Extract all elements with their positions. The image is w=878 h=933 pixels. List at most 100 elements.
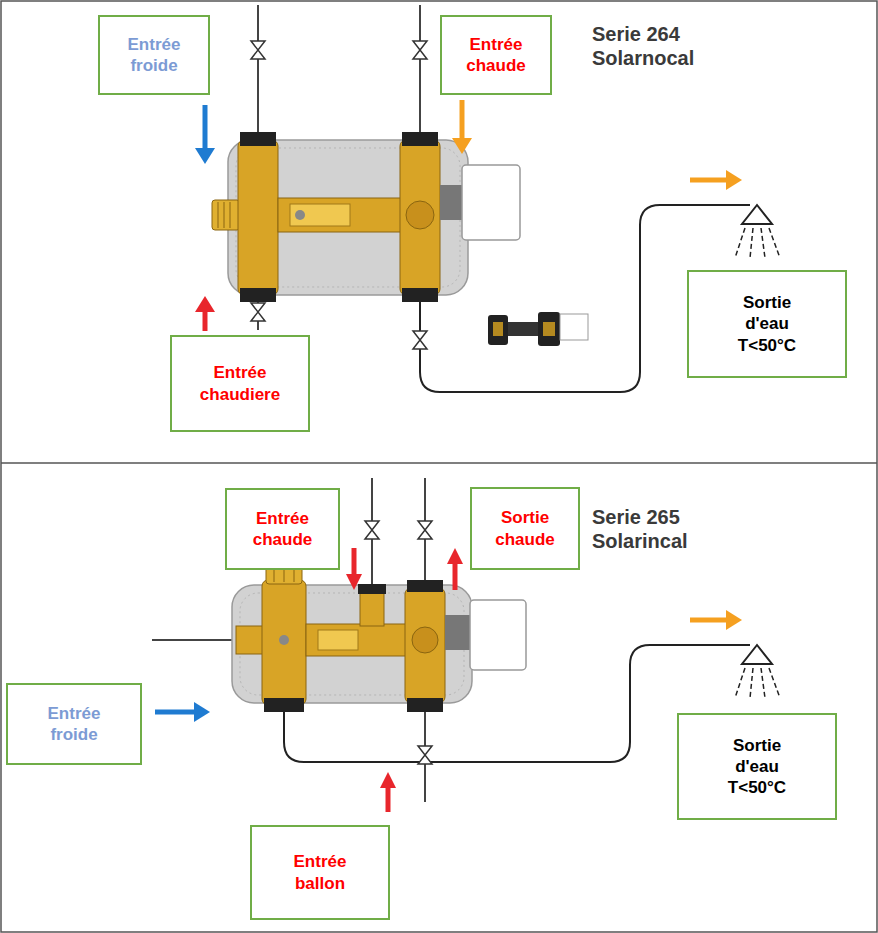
series-label: Serie 264 Solarnocal (592, 22, 732, 70)
valve-body (218, 202, 219, 228)
box-text: Entrée chaudiere (190, 362, 290, 405)
flow-arrow (203, 310, 208, 331)
valve-body (405, 588, 445, 703)
flow-arrow (195, 296, 215, 312)
shower-head (735, 228, 780, 258)
callout-box: Sortie d'eau T<50°C (687, 270, 847, 378)
valve-thumbnail (508, 322, 538, 336)
valve-body (238, 140, 278, 295)
series-label: Serie 265 Solarincal (592, 505, 732, 553)
flow-arrow (352, 548, 357, 576)
valve-body (279, 635, 289, 645)
valve-thumbnail (493, 322, 503, 336)
valve-body (306, 624, 410, 656)
flow-arrow (453, 562, 458, 590)
callout-box: Entrée froide (6, 683, 142, 765)
flow-arrow (195, 148, 215, 164)
valve-body (278, 198, 402, 232)
shower-head (735, 668, 745, 698)
pipe (419, 5, 421, 140)
valve-symbol (418, 746, 432, 764)
flow-arrow (155, 548, 742, 812)
valve-body (224, 202, 225, 228)
valve-body (402, 288, 438, 302)
shower-head (742, 645, 772, 664)
box-text: Sortie d'eau T<50°C (717, 735, 797, 799)
valve-body (228, 140, 468, 295)
valve-symbol (251, 303, 265, 321)
shower-head (769, 668, 780, 698)
callout-box: Entrée ballon (250, 825, 390, 920)
valve-body (407, 698, 443, 712)
shower-head (750, 668, 753, 698)
flow-arrow (155, 710, 196, 715)
box-text: Entrée chaude (238, 508, 328, 551)
box-text: Sortie chaude (480, 507, 570, 550)
valve-body (440, 185, 462, 220)
valve-symbol (365, 521, 379, 539)
valve-symbol (418, 521, 432, 539)
callout-box: Entrée chaude (225, 488, 340, 570)
valve-thumbnail (560, 314, 588, 340)
pipe (152, 639, 236, 641)
flow-arrow (690, 618, 728, 623)
valve-body (264, 698, 304, 712)
valve-body (212, 200, 240, 230)
valve-body (295, 210, 305, 220)
valve-body (406, 201, 434, 229)
callout-box: Entrée chaude (440, 15, 552, 95)
valve-body (360, 592, 384, 626)
flow-arrow (386, 786, 391, 812)
callout-box: Entrée chaudiere (170, 335, 310, 432)
valve-body (412, 627, 438, 653)
valve-body (232, 562, 526, 712)
shower-head (735, 645, 780, 698)
pipe (257, 5, 259, 140)
box-text: Entrée chaude (451, 34, 541, 77)
shower-head (742, 205, 772, 224)
valve-thumbnail (488, 312, 588, 346)
flow-arrow (726, 610, 742, 630)
panel-frame (1, 462, 877, 464)
valve-symbol (251, 41, 265, 59)
valve-body (290, 204, 350, 226)
flow-arrow (195, 100, 742, 331)
valve-body (212, 132, 520, 302)
valve-body (462, 165, 520, 240)
valve-body (240, 132, 276, 146)
callout-box: Entrée froide (98, 15, 210, 95)
callout-box: Sortie chaude (470, 487, 580, 570)
shower-head (735, 668, 780, 698)
shower-head (761, 668, 765, 698)
valve-body (240, 288, 276, 302)
shower-head (735, 228, 745, 258)
valve-body (358, 584, 386, 594)
box-text: Entrée froide (24, 703, 124, 746)
pipe (152, 478, 425, 802)
valve-body (230, 202, 231, 228)
flow-arrow (452, 138, 472, 154)
valve-body (318, 630, 358, 650)
shower-head (750, 228, 753, 258)
valve-body (236, 626, 264, 654)
box-text: Entrée ballon (270, 851, 370, 894)
flow-arrow (380, 772, 396, 788)
valve-body (470, 600, 526, 670)
shower-head (769, 228, 780, 258)
valve-body (445, 615, 470, 650)
flow-arrow (203, 105, 208, 150)
valve-symbol (413, 331, 427, 349)
valve-body (402, 132, 438, 146)
valve-thumbnail (543, 322, 555, 336)
flow-arrow (690, 178, 728, 183)
shower-head (735, 205, 780, 258)
flow-arrow (447, 548, 463, 564)
flow-arrow (726, 170, 742, 190)
flow-arrow (346, 574, 362, 590)
valve-body (407, 580, 443, 592)
callout-box: Sortie d'eau T<50°C (677, 713, 837, 820)
valve-symbol (413, 41, 427, 59)
